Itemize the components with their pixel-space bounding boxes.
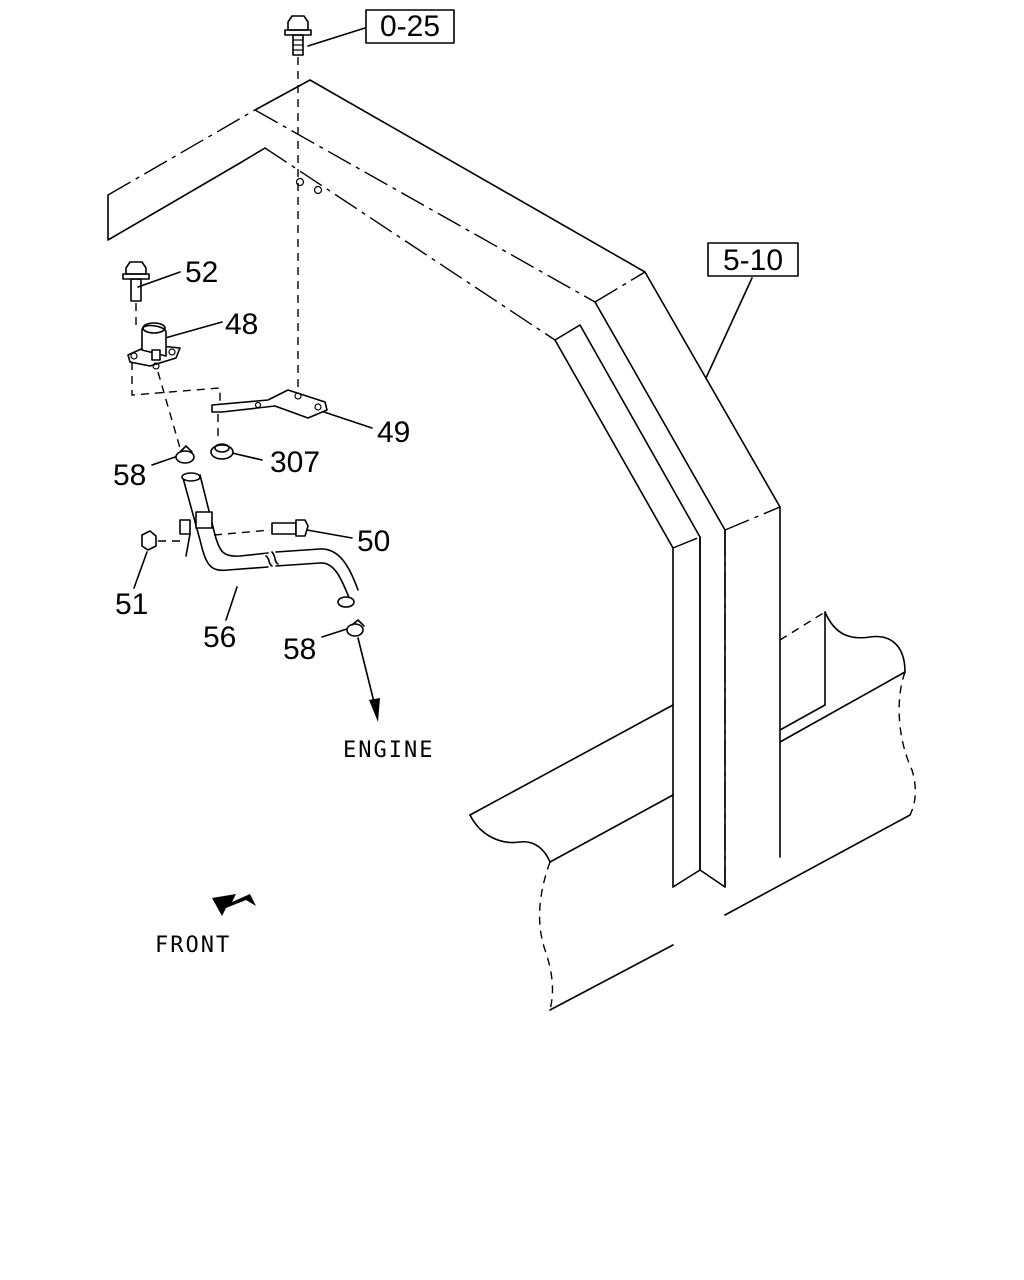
clamp-58-lower [346, 619, 365, 637]
part-label-48[interactable]: 48 [225, 308, 258, 341]
bolt-52 [122, 261, 150, 330]
ref-label-frame[interactable]: 5-10 [723, 244, 783, 277]
bolt-50 [213, 519, 309, 537]
front-note: FRONT [155, 933, 231, 958]
engine-note: ENGINE [343, 738, 434, 763]
part-label-58-lower[interactable]: 58 [283, 633, 316, 666]
part-label-50[interactable]: 50 [357, 525, 390, 558]
top-bolt [284, 15, 312, 392]
valve-48 [127, 322, 181, 370]
part-label-49[interactable]: 49 [377, 416, 410, 449]
part-label-56[interactable]: 56 [203, 621, 236, 654]
ref-box-top [365, 9, 455, 44]
frame-cross-member [107, 79, 781, 888]
part-label-51[interactable]: 51 [115, 588, 148, 621]
valve-routing-line [131, 362, 221, 405]
front-direction-arrow [212, 894, 256, 916]
nut-51 [141, 530, 180, 551]
chassis-side-rail [469, 611, 917, 1011]
clamp-58-upper [175, 445, 195, 464]
part-label-58-upper[interactable]: 58 [113, 459, 146, 492]
nut-307 [210, 414, 234, 460]
engine-direction-arrow [357, 637, 380, 722]
bracket-49 [211, 389, 328, 419]
leader-lines [133, 27, 753, 638]
ref-box-frame [707, 242, 799, 277]
ref-label-top[interactable]: 0-25 [380, 10, 440, 43]
part-label-307[interactable]: 307 [270, 446, 320, 479]
part-label-52[interactable]: 52 [185, 256, 218, 289]
pipe-56 [179, 472, 359, 608]
hose-centre-line [157, 371, 181, 449]
